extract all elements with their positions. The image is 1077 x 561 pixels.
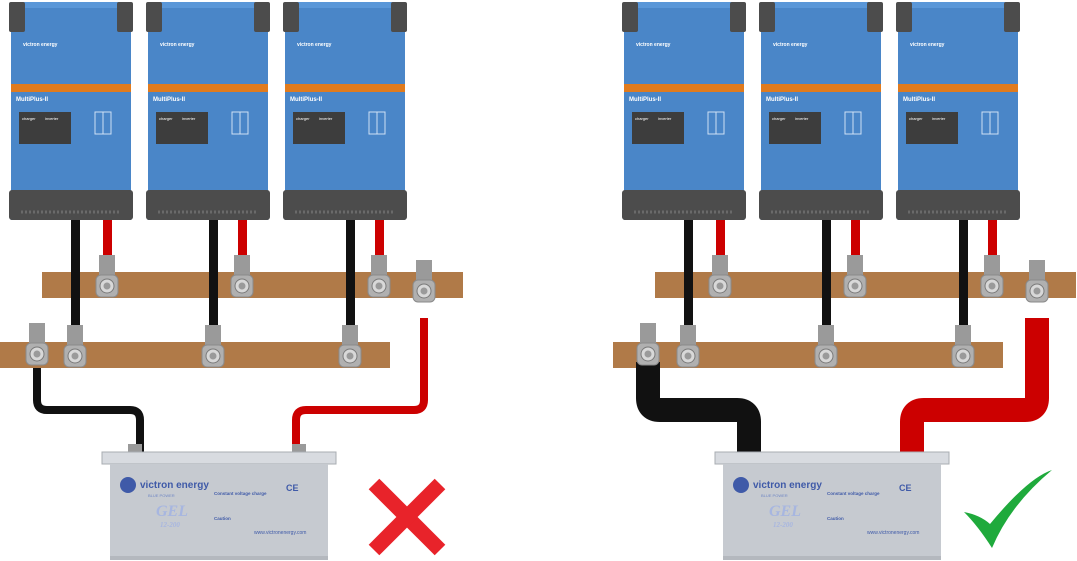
- inverter-model: MultiPlus-II: [903, 97, 935, 103]
- charger-label: charger: [159, 116, 173, 121]
- inverter-3: victron energy MultiPlus-II charger inve…: [281, 0, 409, 222]
- inverter-6: victron energy MultiPlus-II charger inve…: [894, 0, 1022, 222]
- inverter-brand: victron energy: [23, 42, 58, 48]
- check-icon: [964, 470, 1052, 548]
- thick-negative-cable: [636, 362, 761, 452]
- thin-positive-cable: [292, 318, 428, 452]
- charger-label: charger: [296, 116, 310, 121]
- inverter-model: MultiPlus-II: [629, 97, 661, 103]
- inverter-label: inverter: [45, 116, 59, 121]
- right-negative-busbar: [613, 342, 1003, 368]
- inverter-brand: victron energy: [160, 42, 195, 48]
- charger-label: charger: [635, 116, 649, 121]
- inverter-label: inverter: [795, 116, 809, 121]
- charger-label: charger: [22, 116, 36, 121]
- inverter-brand: victron energy: [773, 42, 808, 48]
- battery-right: victron energy BLUE POWER GEL 12-200 Con…: [714, 451, 950, 560]
- battery-model: 12-200: [160, 521, 180, 529]
- battery-heading-caution: Caution: [827, 516, 844, 521]
- inverter-label: inverter: [658, 116, 672, 121]
- battery-tagline: BLUE POWER: [761, 493, 788, 498]
- inverter-model: MultiPlus-II: [290, 97, 322, 103]
- battery-certification: CE: [286, 483, 299, 493]
- battery-model: 12-200: [773, 521, 793, 529]
- thick-positive-cable: [900, 318, 1049, 452]
- left-negative-busbar: [0, 342, 390, 368]
- inverter-model: MultiPlus-II: [153, 97, 185, 103]
- inverter-label: inverter: [319, 116, 333, 121]
- inverter-4: victron energy MultiPlus-II charger inve…: [620, 0, 748, 222]
- battery-website: www.victronenergy.com: [254, 530, 306, 536]
- battery-heading-charge: Constant voltage charge: [827, 491, 880, 496]
- inverter-5: victron energy MultiPlus-II charger inve…: [757, 0, 885, 222]
- thin-negative-cable: [33, 368, 144, 452]
- battery-certification: CE: [899, 483, 912, 493]
- right-system-correct-wiring: victron energy MultiPlus-II charger inve…: [613, 0, 1076, 560]
- battery-heading-charge: Constant voltage charge: [214, 491, 267, 496]
- battery-tagline: BLUE POWER: [148, 493, 175, 498]
- inverter-model: MultiPlus-II: [766, 97, 798, 103]
- inverter-1: victron energy MultiPlus-II charger inve…: [7, 0, 135, 222]
- battery-website: www.victronenergy.com: [867, 530, 919, 536]
- inverter-model: MultiPlus-II: [16, 97, 48, 103]
- charger-label: charger: [772, 116, 786, 121]
- left-system-wrong-wiring: victron energy MultiPlus-II charger inve…: [0, 0, 463, 560]
- battery-heading-caution: Caution: [214, 516, 231, 521]
- cross-icon: [368, 478, 446, 556]
- inverter-2: victron energy MultiPlus-II charger inve…: [144, 0, 272, 222]
- battery-left: victron energy BLUE POWER GEL 12-200 Con…: [101, 444, 337, 560]
- inverter-brand: victron energy: [636, 42, 671, 48]
- battery-brand: victron energy: [140, 480, 209, 491]
- battery-type: GEL: [156, 503, 188, 520]
- battery-brand: victron energy: [753, 480, 822, 491]
- charger-label: charger: [909, 116, 923, 121]
- inverter-label: inverter: [932, 116, 946, 121]
- inverter-brand: victron energy: [910, 42, 945, 48]
- inverter-label: inverter: [182, 116, 196, 121]
- inverter-brand: victron energy: [297, 42, 332, 48]
- battery-type: GEL: [769, 503, 801, 520]
